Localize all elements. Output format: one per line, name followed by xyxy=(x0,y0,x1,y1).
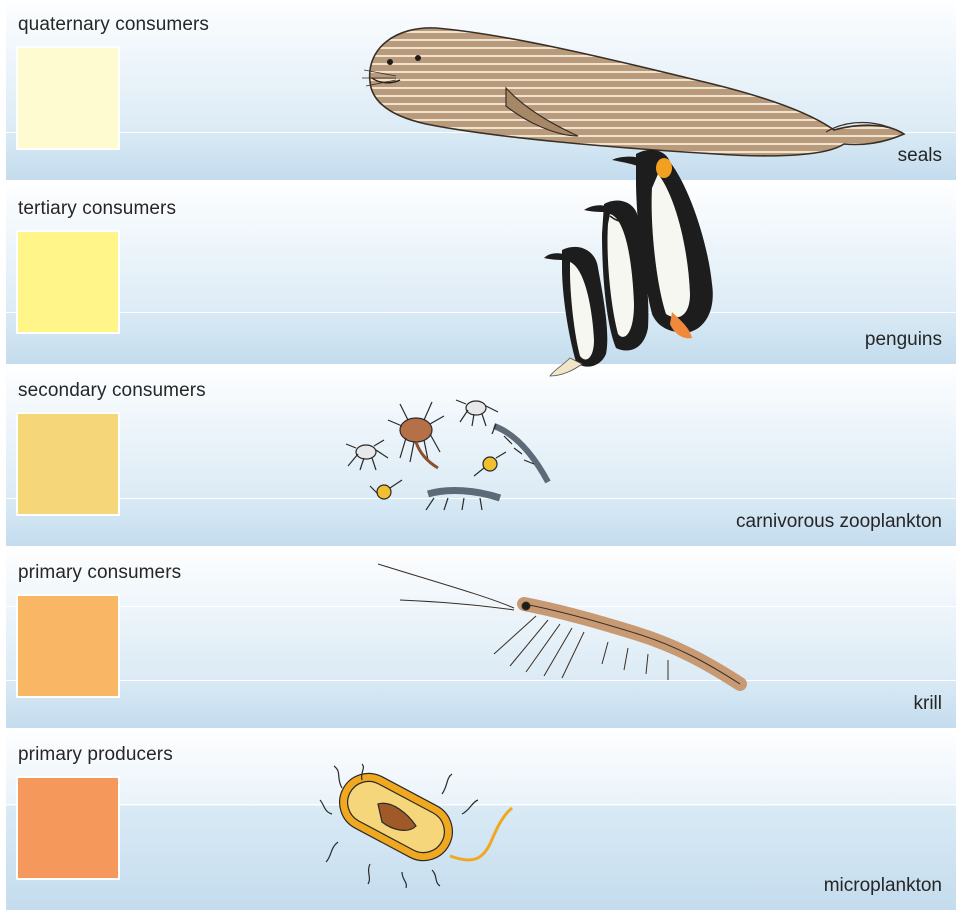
organism-label: krill xyxy=(914,693,943,715)
level-label: primary consumers xyxy=(18,562,181,584)
microplankton-icon xyxy=(322,764,518,888)
krill-icon xyxy=(376,562,746,692)
color-swatch xyxy=(16,412,120,516)
level-label: tertiary consumers xyxy=(18,198,176,220)
color-swatch xyxy=(16,594,120,698)
organism-label: microplankton xyxy=(824,875,942,897)
organism-label: penguins xyxy=(865,329,942,351)
trophic-level-tertiary: tertiary consumers penguins xyxy=(6,186,956,364)
organism-label: carnivorous zooplankton xyxy=(736,511,942,533)
color-swatch xyxy=(16,46,120,150)
color-swatch xyxy=(16,776,120,880)
color-swatch xyxy=(16,230,120,334)
level-label: primary producers xyxy=(18,744,173,766)
level-label: quaternary consumers xyxy=(18,14,209,36)
zooplankton-icon xyxy=(344,394,554,518)
penguins-icon xyxy=(540,144,740,380)
level-label: secondary consumers xyxy=(18,380,206,402)
